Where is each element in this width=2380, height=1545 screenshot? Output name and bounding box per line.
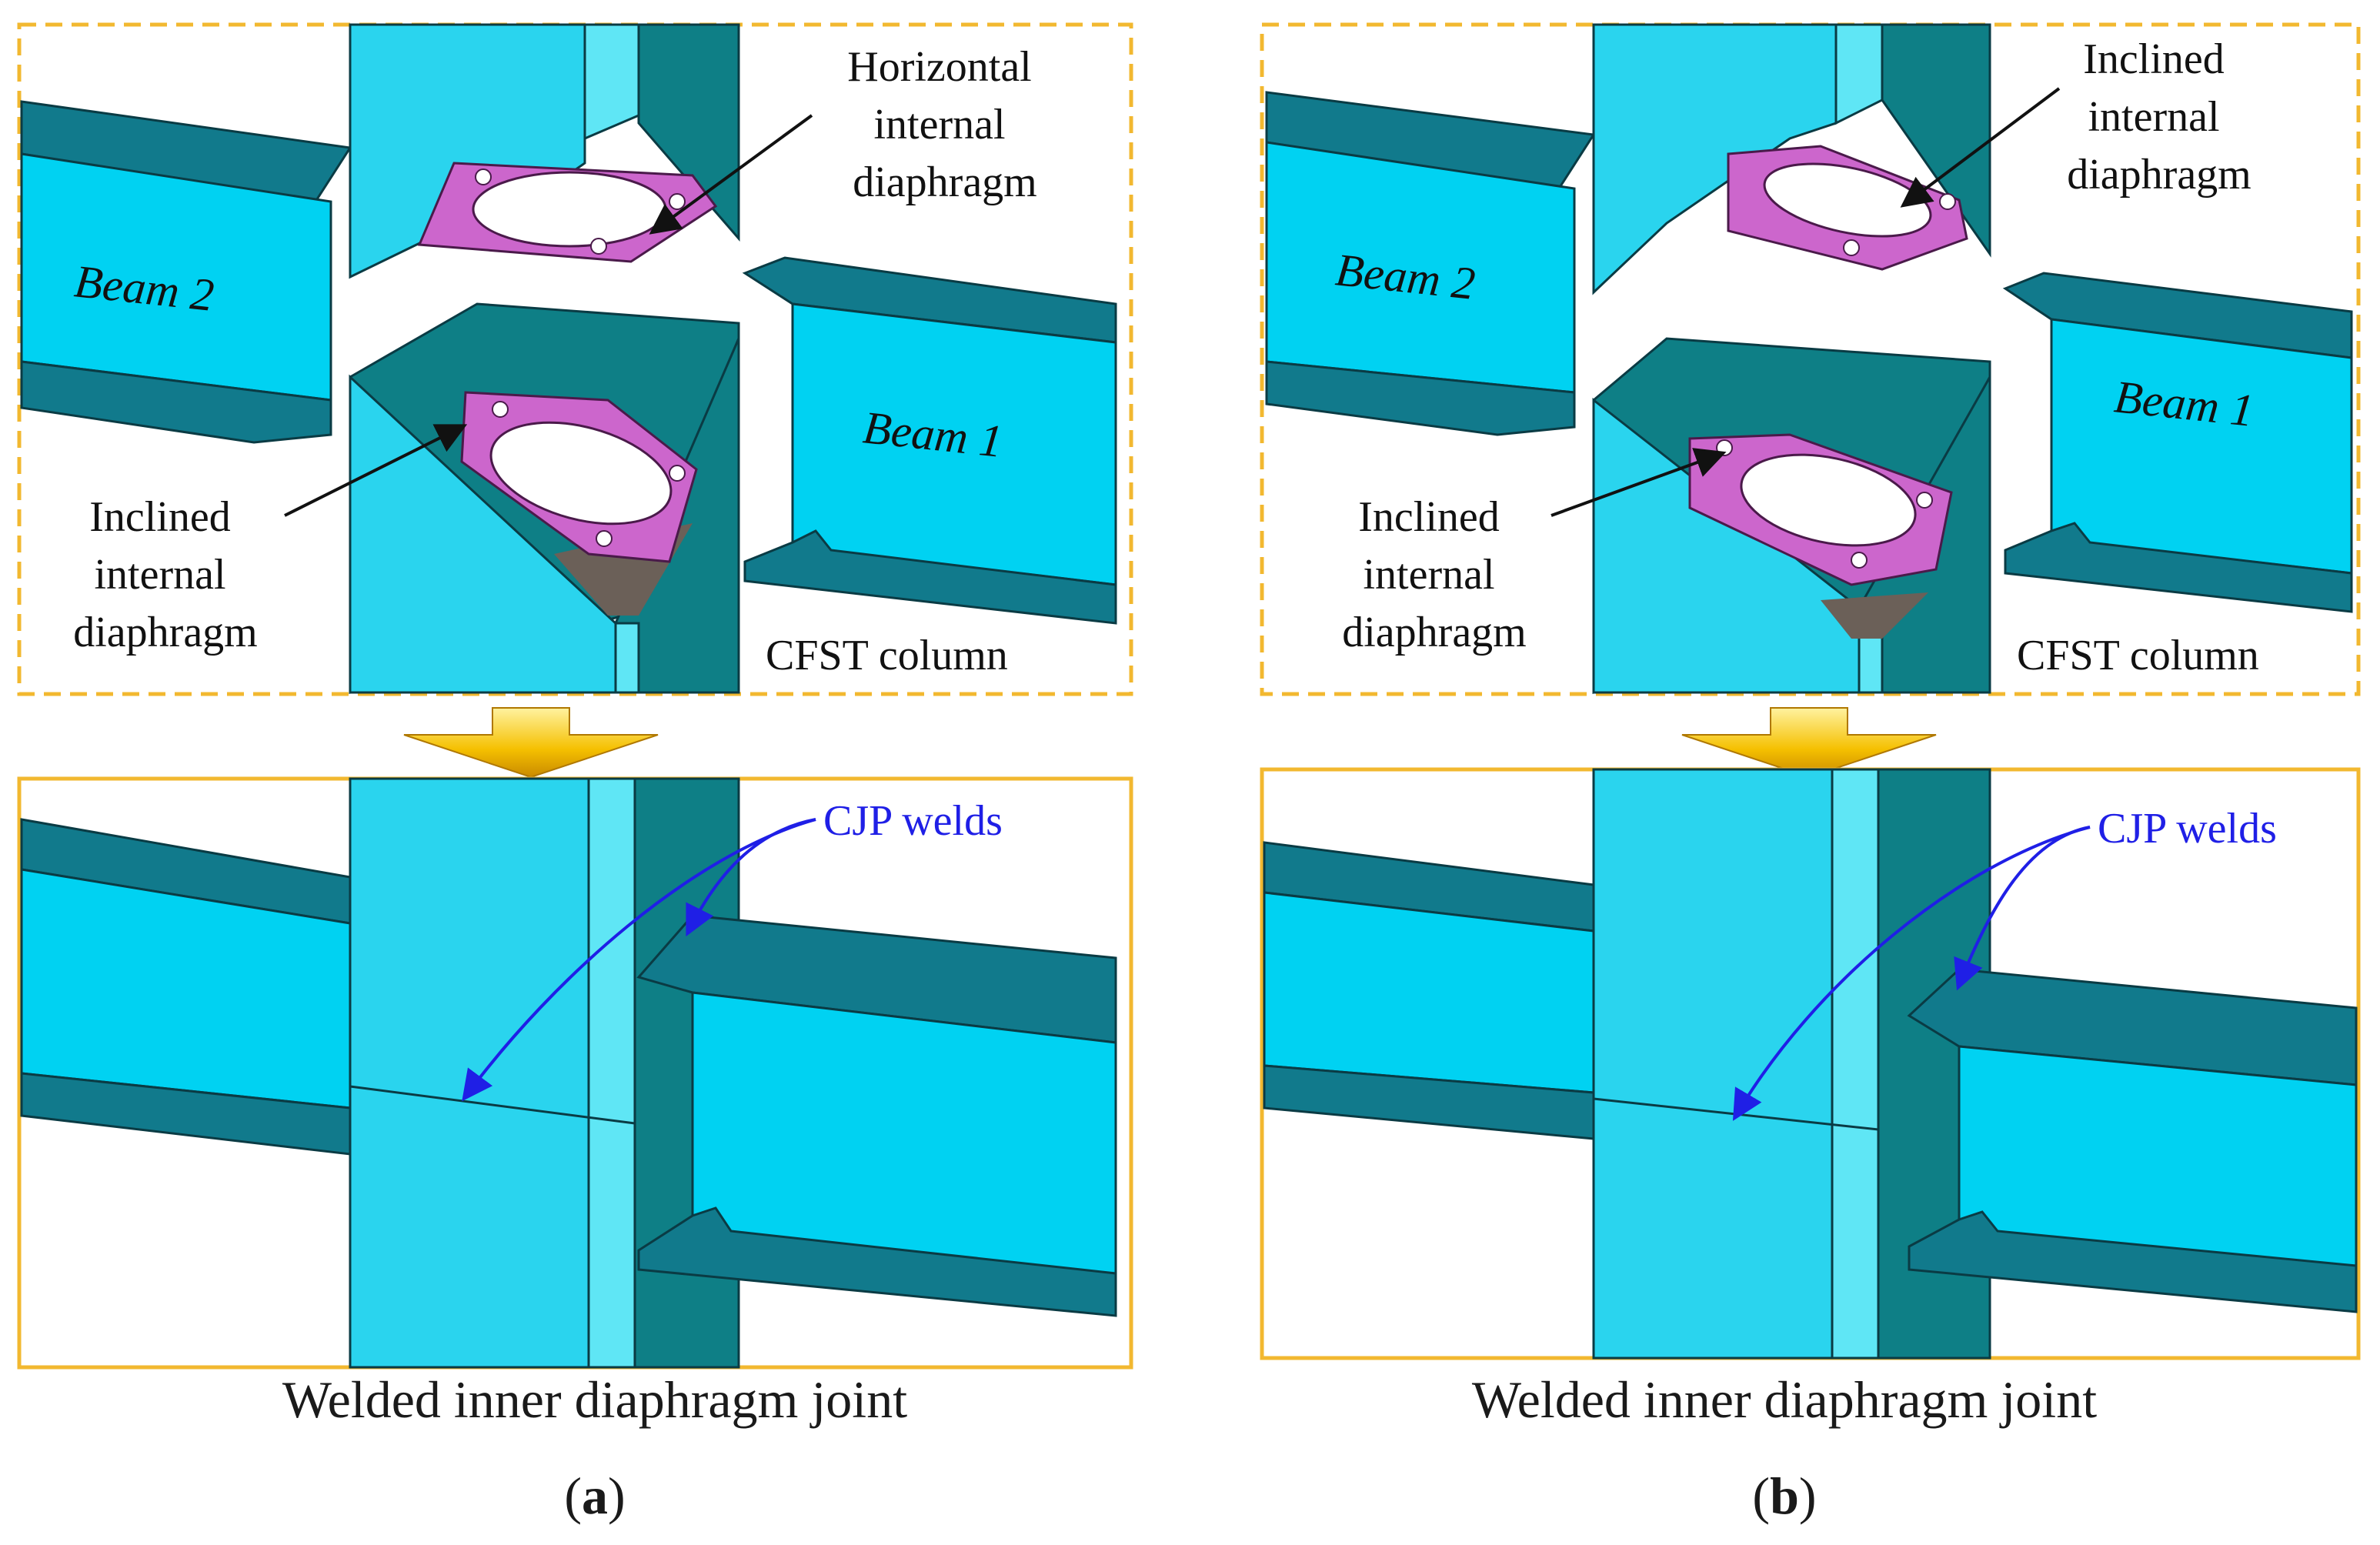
beam-2-exploded bbox=[1265, 91, 1596, 436]
panel-a-letter: (a) bbox=[564, 1467, 626, 1525]
assembly-arrow bbox=[1681, 707, 1937, 779]
lower-column-piece bbox=[1592, 337, 1991, 695]
inclined-diaphragm-upper-pointer bbox=[1900, 87, 2061, 208]
cjp-welds-label: CJP welds bbox=[823, 797, 1003, 845]
panel-a: Horizontal internal diaphragm Beam 2 Bea… bbox=[17, 22, 1133, 1525]
weld-arrow-1 bbox=[1732, 826, 2091, 1121]
panel-b-diagram: Inclined internal diaphragm Beam 2 Beam … bbox=[1260, 22, 2361, 1360]
cfst-column-label: CFST column bbox=[2017, 632, 2259, 679]
inclined-diaphragm-label: Inclined internal diaphragm bbox=[73, 493, 257, 656]
upper-column-piece bbox=[1592, 23, 1991, 295]
assembled-joint-b bbox=[1263, 768, 2358, 1360]
cjp-welds-label: CJP welds bbox=[2098, 805, 2277, 853]
inclined-diaphragm-lower-pointer bbox=[1551, 448, 1727, 517]
exploded-view-frame bbox=[1260, 22, 2361, 696]
horizontal-diaphragm-pointer bbox=[649, 114, 813, 235]
lower-column-piece bbox=[349, 302, 740, 694]
weld-arrow-2 bbox=[1954, 826, 2091, 991]
upper-column-piece bbox=[349, 23, 740, 279]
horizontal-diaphragm-label: Horizontal internal diaphragm bbox=[847, 43, 1042, 206]
panel-a-diagram: Horizontal internal diaphragm Beam 2 Bea… bbox=[17, 22, 1133, 1370]
panel-b-letter: (b) bbox=[1752, 1467, 1817, 1525]
inclined-diaphragm-pointer bbox=[284, 424, 468, 517]
cfst-column-label: CFST column bbox=[766, 632, 1008, 679]
panel-b-caption: Welded inner diaphragm joint bbox=[1471, 1370, 2098, 1429]
assembly-arrow bbox=[403, 707, 659, 779]
inclined-diaphragm-upper-label: Inclined internal diaphragm bbox=[2067, 35, 2251, 199]
weld-arrow-2 bbox=[686, 818, 816, 937]
assembled-joint-a bbox=[20, 777, 1117, 1369]
beam-1-exploded bbox=[2002, 272, 2353, 613]
beam-1-exploded bbox=[742, 256, 1117, 625]
inclined-diaphragm-lower-label: Inclined internal diaphragm bbox=[1342, 493, 1526, 656]
beam-2-exploded bbox=[20, 100, 352, 444]
panel-b: Inclined internal diaphragm Beam 2 Beam … bbox=[1190, 0, 2379, 1545]
panel-a-caption: Welded inner diaphragm joint bbox=[282, 1370, 908, 1429]
